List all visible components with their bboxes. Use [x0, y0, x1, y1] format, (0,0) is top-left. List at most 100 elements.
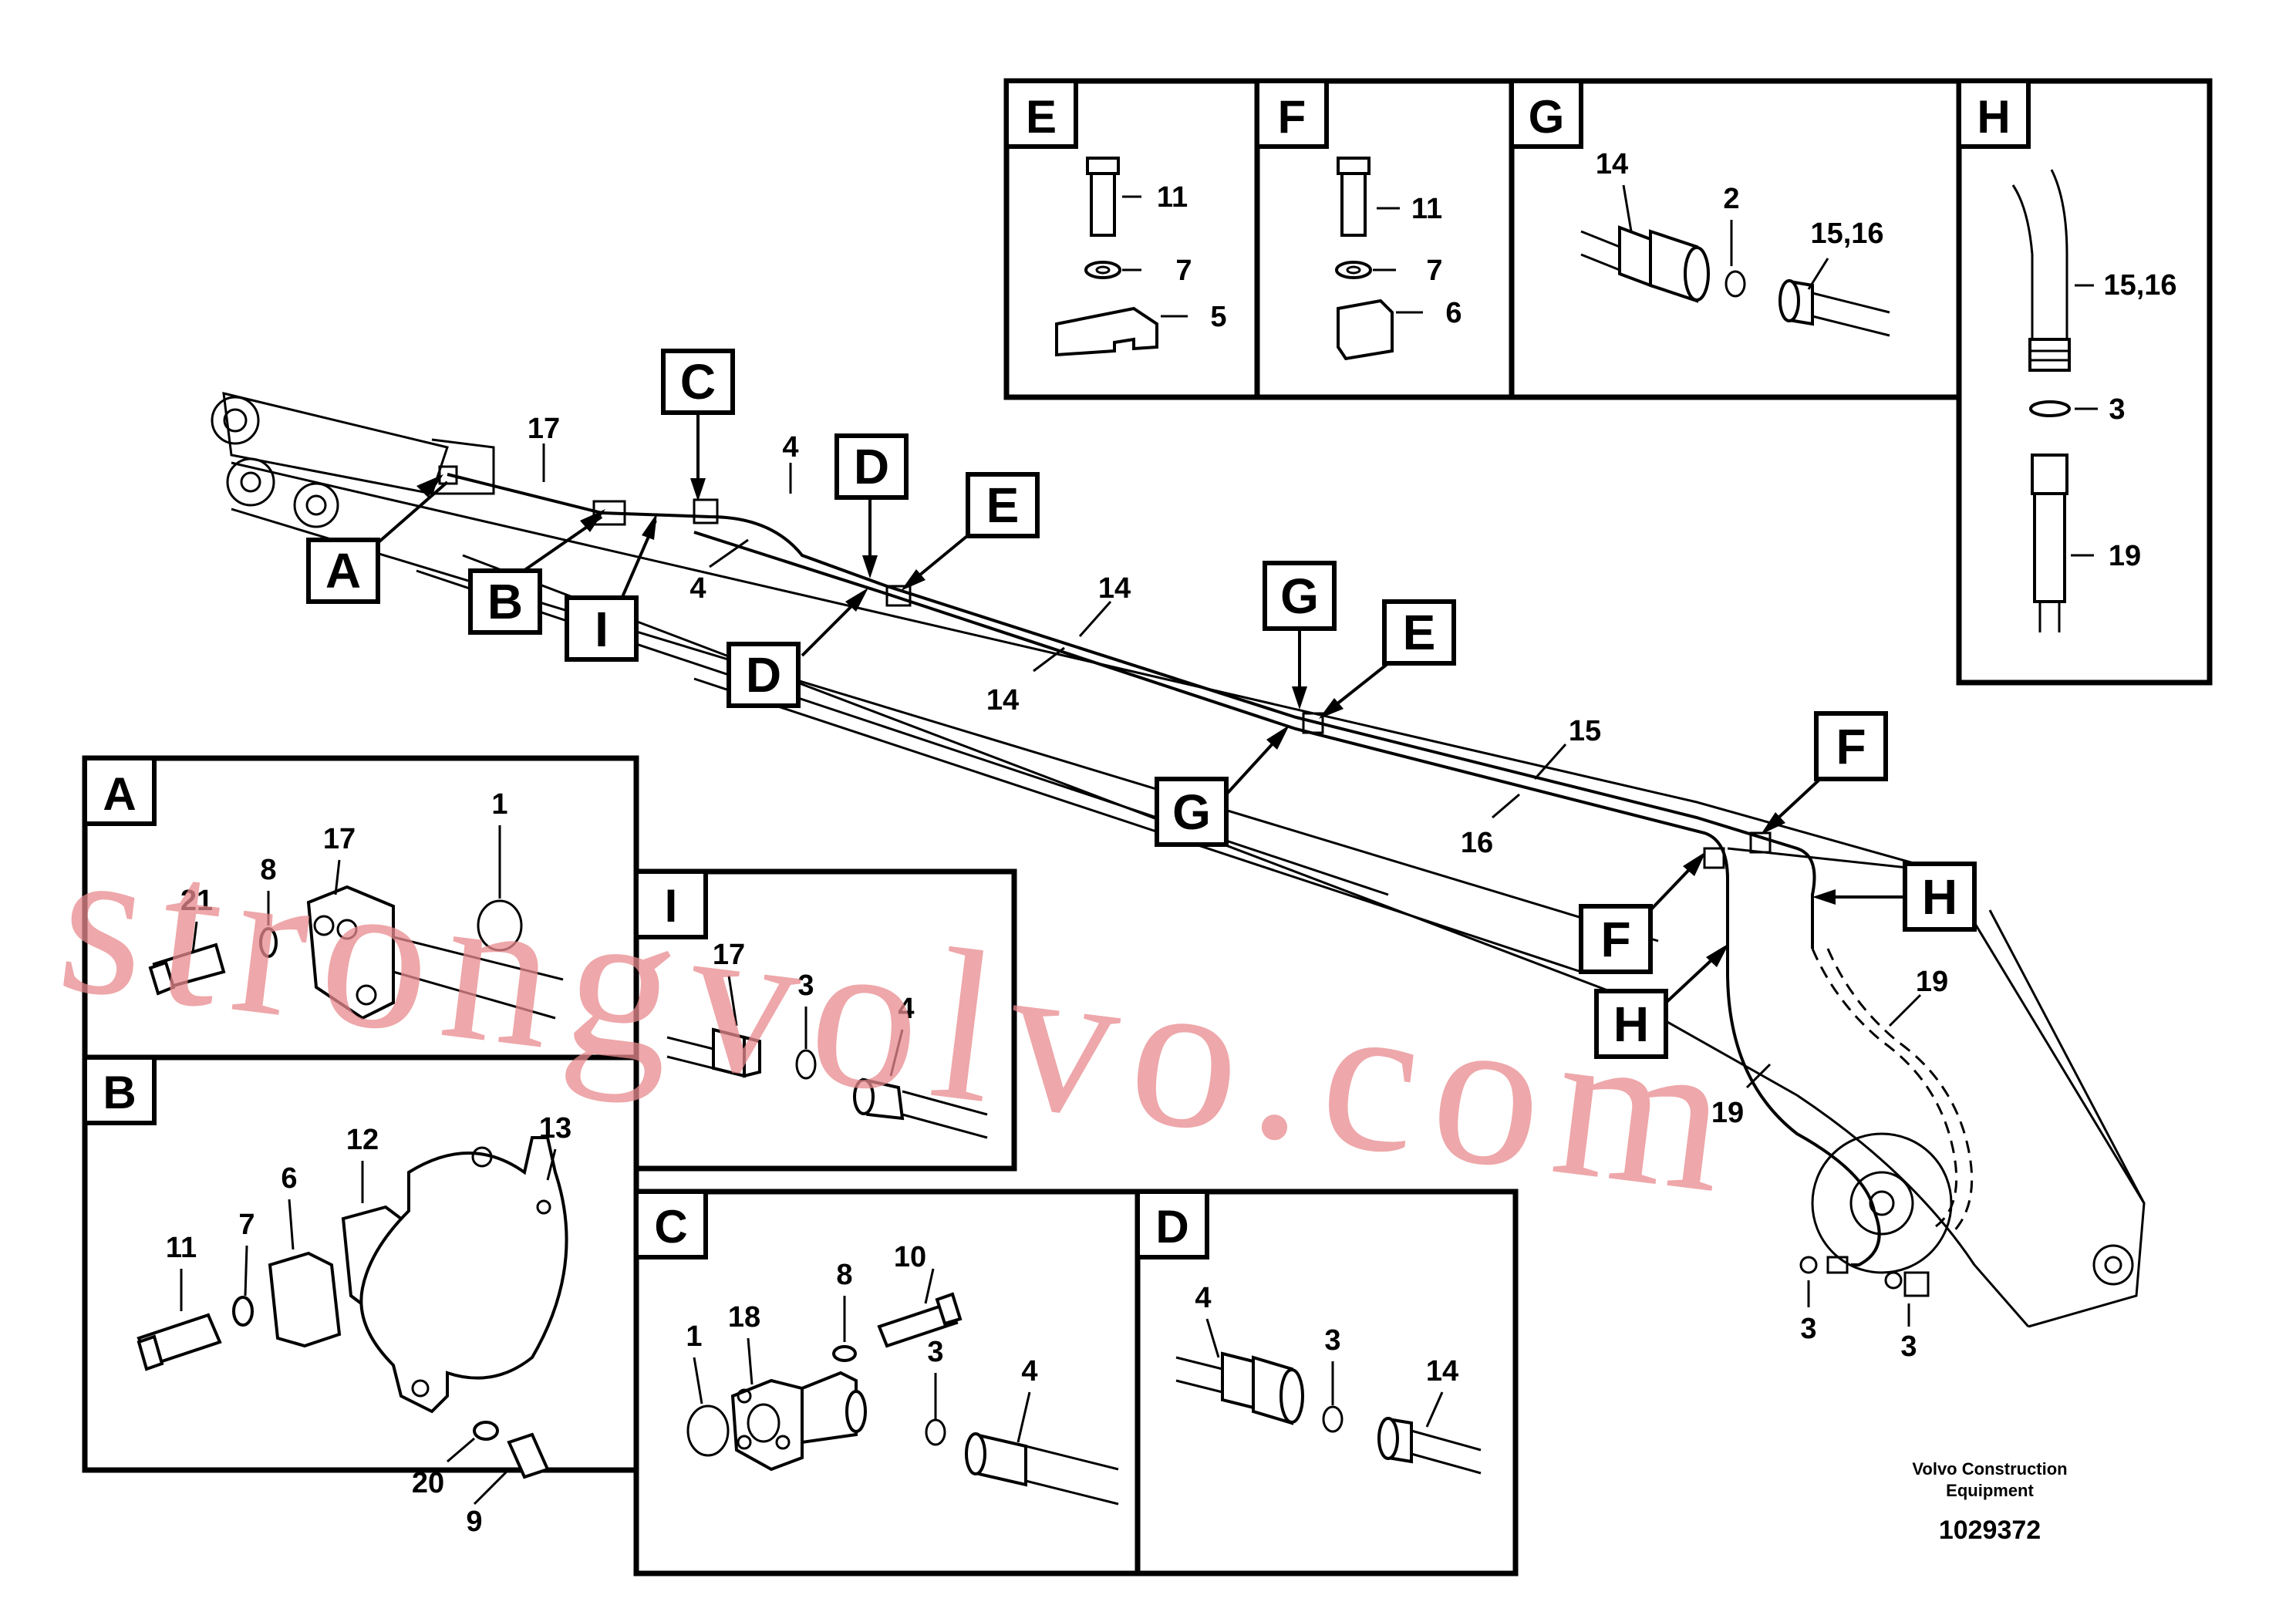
boom-assembly: [211, 392, 2146, 1328]
callout-f-upper: F: [1761, 711, 1888, 835]
callout-d-upper: D: [834, 433, 909, 578]
svg-text:16: 16: [1461, 827, 1493, 859]
svg-text:D: D: [854, 439, 889, 494]
svg-text:10: 10: [894, 1241, 926, 1273]
svg-text:12: 12: [346, 1124, 379, 1156]
callout-g-lower: G: [1155, 725, 1290, 847]
svg-text:19: 19: [1711, 1097, 1744, 1129]
svg-text:G: G: [1529, 91, 1565, 143]
svg-text:E: E: [1026, 91, 1057, 143]
callout-d-lower: D: [727, 588, 868, 708]
callout-h-left: H: [1594, 943, 1729, 1059]
svg-text:I: I: [595, 602, 609, 657]
svg-text:7: 7: [238, 1209, 255, 1241]
svg-text:4: 4: [1195, 1282, 1211, 1314]
svg-text:D: D: [746, 647, 781, 703]
detail-g: G 14 2 15,16: [1509, 78, 1962, 400]
svg-text:15,16: 15,16: [2103, 269, 2176, 302]
svg-text:6: 6: [1445, 297, 1462, 329]
svg-text:C: C: [654, 1201, 687, 1253]
svg-text:21: 21: [180, 885, 213, 917]
svg-text:G: G: [1280, 568, 1319, 624]
svg-text:18: 18: [728, 1301, 760, 1334]
svg-text:17: 17: [713, 939, 745, 971]
detail-f: F 11 7 6: [1254, 78, 1515, 400]
svg-text:A: A: [325, 543, 361, 599]
svg-text:A: A: [103, 768, 136, 820]
svg-text:2: 2: [1723, 183, 1739, 215]
svg-text:11: 11: [1157, 181, 1188, 214]
boom-part-labels: 17 4 4 14 14 15 16 19 19 3 3: [528, 413, 1948, 1363]
svg-text:11: 11: [1411, 193, 1442, 225]
callout-c: C: [661, 349, 735, 501]
svg-text:19: 19: [1916, 966, 1948, 998]
footer: Volvo Construction Equipment 1029372: [1912, 1459, 2067, 1545]
svg-text:E: E: [1403, 605, 1436, 660]
svg-text:1: 1: [491, 788, 507, 821]
detail-c: C 10 8 18 1 3 4: [633, 1189, 1141, 1576]
svg-text:3: 3: [1324, 1324, 1340, 1357]
svg-text:3: 3: [1800, 1313, 1816, 1345]
svg-text:11: 11: [166, 1232, 197, 1264]
svg-text:20: 20: [412, 1467, 444, 1499]
svg-text:6: 6: [281, 1162, 297, 1195]
svg-text:D: D: [1155, 1201, 1188, 1253]
svg-text:7: 7: [1426, 255, 1442, 287]
svg-text:H: H: [1922, 869, 1957, 925]
footer-company-line2: Equipment: [1946, 1481, 2034, 1500]
boom-callouts: A B I C D D: [306, 349, 1977, 1059]
svg-text:B: B: [487, 574, 523, 629]
svg-text:9: 9: [466, 1506, 482, 1538]
callout-i: I: [565, 513, 657, 662]
svg-text:3: 3: [2109, 393, 2125, 426]
svg-text:3: 3: [797, 969, 814, 1002]
svg-text:7: 7: [1175, 255, 1192, 287]
svg-text:3: 3: [1900, 1330, 1917, 1363]
svg-text:C: C: [680, 354, 716, 410]
svg-text:E: E: [986, 477, 1020, 533]
svg-text:13: 13: [539, 1112, 571, 1145]
detail-b: B 13 12 6 7 11 20 9: [82, 1054, 639, 1538]
svg-text:F: F: [1600, 912, 1630, 967]
detail-a: A 1 17 8 21: [82, 755, 639, 1061]
svg-text:14: 14: [1098, 572, 1131, 605]
callout-f-lower: F: [1579, 851, 1706, 974]
svg-text:17: 17: [528, 413, 560, 445]
svg-text:8: 8: [836, 1259, 852, 1291]
svg-text:19: 19: [2109, 540, 2141, 572]
detail-i: I 17 3 4: [633, 868, 1017, 1172]
detail-h: H 15,16 3 19: [1956, 78, 2213, 686]
svg-text:5: 5: [1210, 301, 1226, 333]
svg-text:B: B: [103, 1067, 136, 1118]
callout-e-lower: E: [1319, 599, 1456, 719]
callout-g-upper: G: [1263, 561, 1337, 710]
svg-text:1: 1: [686, 1320, 702, 1353]
svg-text:15: 15: [1569, 715, 1601, 747]
svg-text:3: 3: [927, 1336, 943, 1368]
callout-b: B: [468, 509, 605, 635]
svg-text:G: G: [1172, 784, 1211, 840]
svg-text:4: 4: [898, 993, 914, 1025]
svg-text:14: 14: [986, 684, 1019, 717]
footer-company: Volvo Construction: [1912, 1459, 2067, 1479]
svg-text:F: F: [1278, 91, 1306, 143]
detail-d: D 4 3 14: [1135, 1189, 1519, 1576]
svg-text:14: 14: [1596, 148, 1628, 180]
svg-text:4: 4: [1021, 1355, 1037, 1388]
svg-text:F: F: [1836, 719, 1866, 774]
svg-text:4: 4: [782, 431, 798, 464]
callout-a: A: [306, 474, 449, 604]
svg-text:H: H: [1613, 996, 1649, 1052]
svg-text:4: 4: [689, 572, 706, 605]
svg-text:15,16: 15,16: [1810, 218, 1883, 250]
detail-e: E 11 7 5: [1003, 78, 1260, 400]
svg-text:8: 8: [260, 854, 276, 886]
svg-text:14: 14: [1426, 1355, 1458, 1388]
callout-h-right: H: [1812, 862, 1977, 932]
callout-e-upper: E: [901, 472, 1040, 591]
svg-text:17: 17: [323, 823, 356, 855]
document-number: 1029372: [1939, 1516, 2041, 1545]
svg-text:I: I: [665, 880, 678, 932]
svg-text:H: H: [1977, 91, 2010, 143]
